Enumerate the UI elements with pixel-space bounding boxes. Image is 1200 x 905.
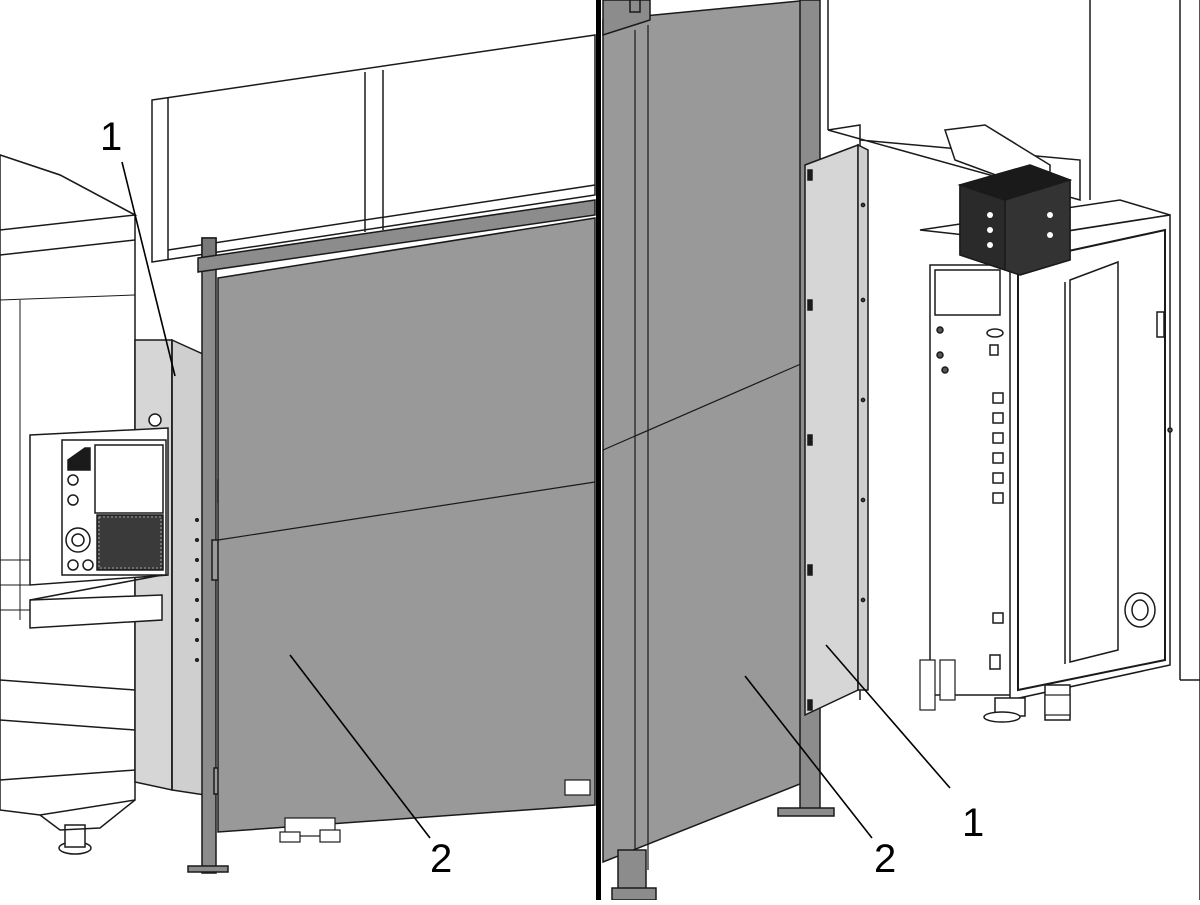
callout-right-1: 1 <box>962 801 984 845</box>
callout-labels: 1 2 1 2 <box>100 115 984 881</box>
cabinet-connectors <box>986 328 1004 670</box>
leader-right-1 <box>825 644 951 789</box>
right-view <box>602 0 1200 901</box>
door-panel-left <box>217 217 596 833</box>
door-panel-right <box>602 0 811 870</box>
top-rail-left <box>197 199 596 273</box>
door-base-left <box>279 779 591 843</box>
callout-left-2: 2 <box>430 837 452 881</box>
pendant-knobs <box>65 474 94 571</box>
control-pendant <box>29 413 169 629</box>
leader-right-2 <box>744 675 873 839</box>
cabinet-feet <box>919 659 1071 716</box>
side-panel-right <box>804 143 869 717</box>
leader-left-2 <box>289 654 431 839</box>
left-view <box>0 34 596 874</box>
leader-left-1 <box>121 161 176 377</box>
callout-right-2: 2 <box>874 837 896 881</box>
callout-left-1: 1 <box>100 115 122 159</box>
panel-tabs <box>807 169 813 711</box>
cooling-unit <box>943 124 1073 276</box>
pendant-keypad <box>96 514 164 571</box>
leader-lines <box>121 161 951 839</box>
electrical-cabinet <box>919 199 1173 723</box>
background-window-frame <box>151 34 596 263</box>
view-divider <box>596 0 601 900</box>
